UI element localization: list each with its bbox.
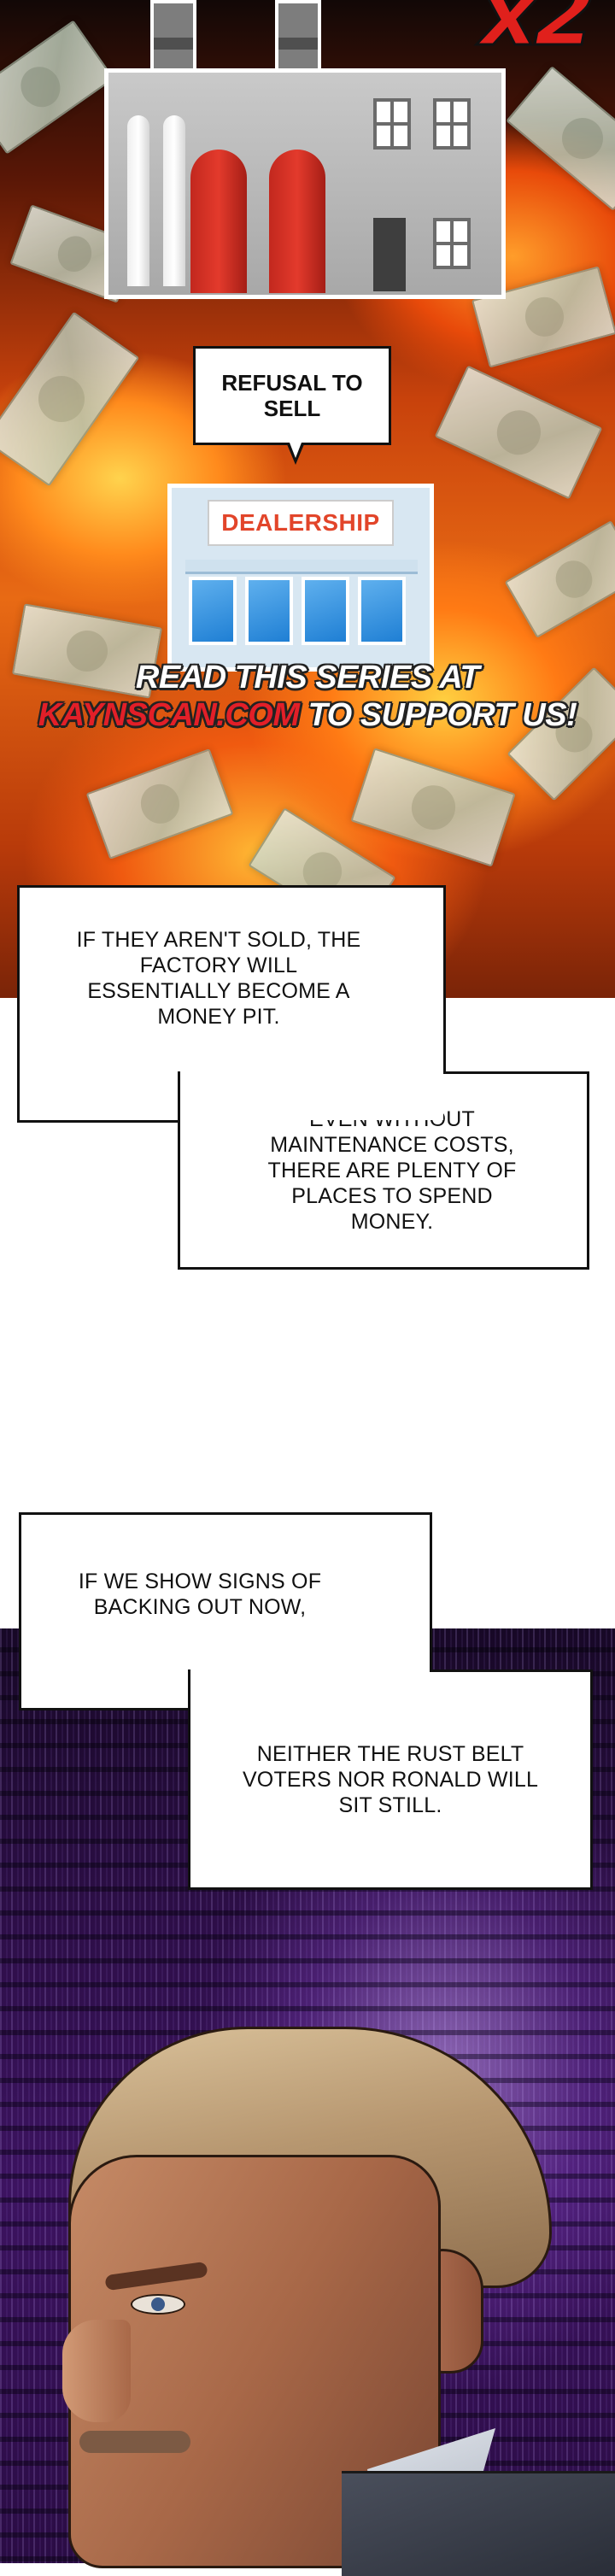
watermark-line-1: READ THIS SERIES AT xyxy=(135,660,480,695)
refusal-caption-text: REFUSAL TO SELL xyxy=(221,370,363,421)
dealership-window xyxy=(358,577,406,645)
dialogue-text: IF WE SHOW SIGNS OF BACKING OUT NOW, xyxy=(78,1570,322,1619)
man-eyebrow xyxy=(104,2261,208,2291)
dealership-window xyxy=(302,577,349,645)
factory-tank xyxy=(269,150,325,293)
dealership-window xyxy=(245,577,293,645)
money-bill xyxy=(506,66,615,211)
man-portrait xyxy=(0,2027,615,2576)
factory-tank xyxy=(190,150,247,293)
dealership-window xyxy=(189,577,237,645)
money-bill xyxy=(0,311,140,487)
money-bill xyxy=(434,365,603,500)
factory-door xyxy=(373,218,406,291)
money-bill xyxy=(504,520,615,638)
man-mustache xyxy=(79,2431,190,2453)
dialogue-text: EVEN WITHOUT MAINTENANCE COSTS, THERE AR… xyxy=(267,1107,517,1234)
dialogue-connector xyxy=(190,1669,430,1708)
factory-pipe xyxy=(163,115,185,286)
dialogue-text: IF THEY AREN'T SOLD, THE FACTORY WILL ES… xyxy=(76,928,361,1029)
dealership-awning xyxy=(185,560,418,574)
factory-window xyxy=(433,98,471,150)
factory-window xyxy=(433,218,471,269)
watermark-site-link[interactable]: KAYNSCAN.COM xyxy=(38,697,300,733)
factory-building xyxy=(104,68,506,299)
watermark-suffix: TO SUPPORT US! xyxy=(299,697,577,733)
refusal-caption-box: REFUSAL TO SELL xyxy=(193,346,391,445)
watermark-line-2: KAYNSCAN.COM TO SUPPORT US! xyxy=(0,697,615,734)
factory-window xyxy=(373,98,411,150)
multiplier-label: x2 xyxy=(478,0,596,66)
money-bill xyxy=(350,748,516,867)
caption-pointer xyxy=(287,443,304,465)
money-bill xyxy=(0,20,115,155)
dealership-sign: DEALERSHIP xyxy=(208,500,394,546)
money-bill xyxy=(85,748,234,860)
man-suit-shoulder xyxy=(342,2471,615,2576)
man-eye xyxy=(131,2294,185,2315)
factory-pipe xyxy=(127,115,149,286)
dialogue-connector xyxy=(180,1071,443,1120)
dialogue-text: NEITHER THE RUST BELT VOTERS NOR RONALD … xyxy=(242,1742,539,1817)
factory-illustration: x2 xyxy=(104,0,597,299)
man-nose xyxy=(62,2320,131,2422)
dealership-illustration: DEALERSHIP xyxy=(167,484,434,672)
fire-money-panel: x2 REFUSAL TO SELL DEALERSHIP READ THIS … xyxy=(0,0,615,998)
